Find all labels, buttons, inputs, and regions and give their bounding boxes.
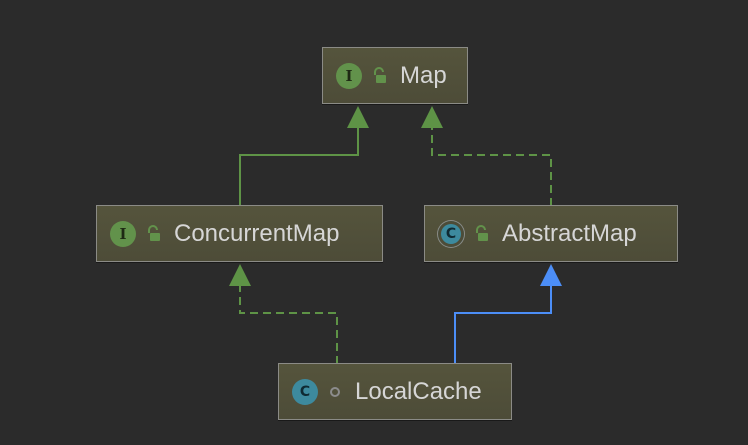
public-lock-icon bbox=[148, 224, 160, 241]
node-label: ConcurrentMap bbox=[174, 219, 340, 247]
node-abstractmap[interactable]: C AbstractMap bbox=[424, 205, 678, 262]
arrowhead-abstractmap bbox=[540, 264, 562, 286]
node-concurrentmap[interactable]: I ConcurrentMap bbox=[96, 205, 383, 262]
edge-localcache-to-concurrentmap bbox=[239, 286, 338, 364]
interface-badge-icon: I bbox=[336, 62, 362, 89]
abstract-class-badge-icon: C bbox=[438, 220, 464, 247]
node-localcache[interactable]: C LocalCache bbox=[278, 363, 512, 420]
public-lock-icon bbox=[476, 224, 488, 241]
edge-localcache-to-abstractmap bbox=[454, 286, 552, 364]
node-label: Map bbox=[400, 61, 447, 89]
node-map[interactable]: I Map bbox=[322, 47, 468, 104]
public-lock-icon bbox=[374, 66, 386, 83]
arrowhead-map-right bbox=[421, 106, 443, 128]
edge-abstractmap-to-map bbox=[431, 128, 552, 206]
class-badge-icon: C bbox=[292, 378, 318, 405]
arrowhead-map-left bbox=[347, 106, 369, 128]
interface-badge-icon: I bbox=[110, 220, 136, 247]
node-label: LocalCache bbox=[355, 377, 482, 405]
node-label: AbstractMap bbox=[502, 219, 637, 247]
arrowhead-concurrentmap bbox=[229, 264, 251, 286]
edge-concurrentmap-to-map bbox=[239, 128, 359, 206]
package-private-dot-icon bbox=[330, 386, 340, 397]
